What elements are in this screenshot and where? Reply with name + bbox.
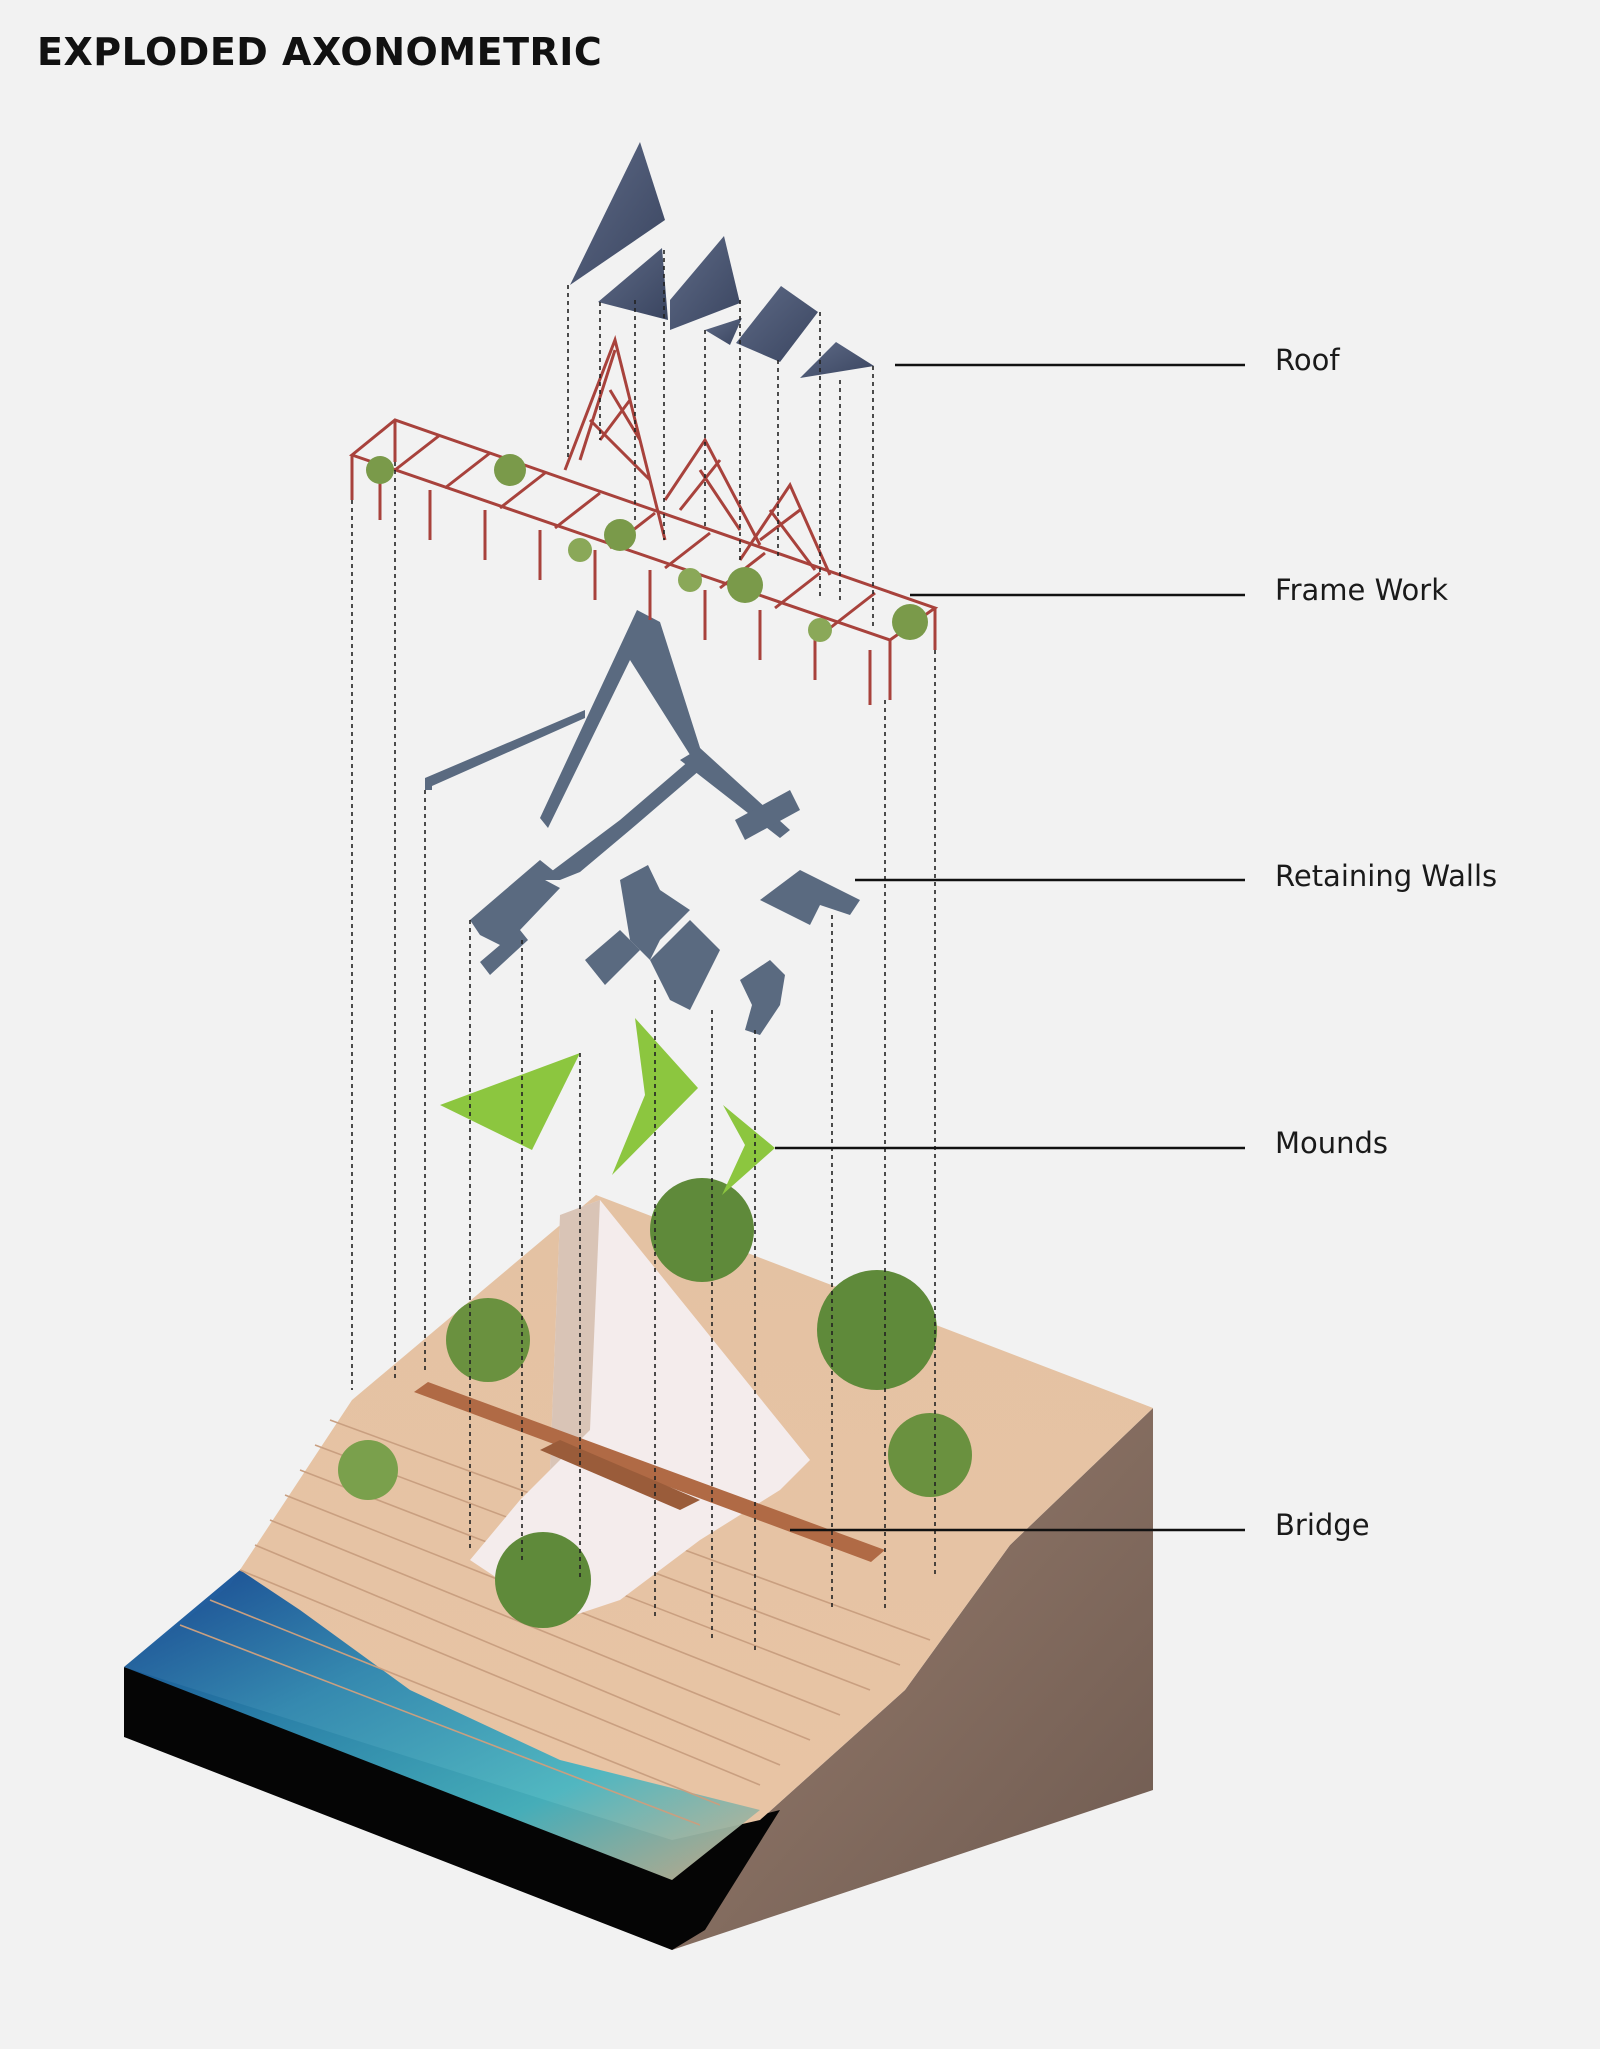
bridge-deck bbox=[414, 1382, 885, 1562]
wall-diagonal bbox=[425, 710, 585, 790]
label-frame-work: Frame Work bbox=[1275, 573, 1449, 607]
roof-panel-peak bbox=[570, 142, 665, 285]
projection-guides bbox=[351, 250, 936, 1650]
wall-stairs bbox=[650, 920, 720, 1010]
frame-work-layer bbox=[348, 335, 939, 705]
wall-left-steps bbox=[470, 860, 560, 975]
tree-icon bbox=[650, 1178, 754, 1282]
site-base-front bbox=[124, 1667, 780, 1950]
label-roof: Roof bbox=[1275, 343, 1340, 377]
site-trees bbox=[338, 1178, 972, 1628]
label-retaining-walls: Retaining Walls bbox=[1275, 859, 1498, 893]
label-mounds: Mounds bbox=[1275, 1126, 1389, 1160]
mounds-layer bbox=[440, 1018, 775, 1195]
roof-panel-5 bbox=[736, 286, 818, 362]
plant-icon bbox=[568, 538, 592, 562]
plant-icon bbox=[727, 567, 763, 603]
wall-center-left bbox=[540, 760, 700, 880]
roof-layer bbox=[570, 142, 874, 378]
mound-center bbox=[612, 1018, 698, 1175]
tree-icon bbox=[888, 1413, 972, 1497]
tree-icon bbox=[338, 1440, 398, 1500]
tree-icon bbox=[446, 1298, 530, 1382]
frame-plants bbox=[366, 454, 928, 642]
wall-upper-right-2 bbox=[735, 790, 800, 840]
plant-icon bbox=[892, 604, 928, 640]
roof-panel-2 bbox=[598, 248, 668, 320]
plant-icon bbox=[366, 456, 394, 484]
frame-truss-mid bbox=[663, 437, 762, 546]
wall-center-2 bbox=[585, 930, 640, 985]
plant-icon bbox=[808, 618, 832, 642]
roof-panel-6 bbox=[800, 342, 874, 378]
leader-lines bbox=[775, 363, 1245, 1532]
wall-right-upper bbox=[760, 870, 860, 925]
wall-right bbox=[740, 960, 785, 1035]
plant-icon bbox=[494, 454, 526, 486]
wall-peak bbox=[540, 610, 702, 828]
retaining-walls-layer bbox=[425, 610, 860, 1035]
mound-left bbox=[440, 1053, 580, 1150]
wall-upper-right bbox=[680, 748, 790, 838]
mound-right bbox=[722, 1105, 775, 1195]
roof-panel-3 bbox=[670, 236, 740, 330]
bridge-cross bbox=[540, 1440, 700, 1510]
tree-icon bbox=[817, 1270, 937, 1390]
diagram-title: EXPLODED AXONOMETRIC bbox=[37, 30, 603, 74]
site-block bbox=[124, 1195, 1153, 1950]
wall-center bbox=[620, 865, 690, 960]
plant-icon bbox=[604, 519, 636, 551]
frame-truss-main bbox=[563, 335, 667, 541]
courtyard-wall-shade bbox=[550, 1200, 600, 1470]
roof-panel-4 bbox=[705, 318, 742, 345]
site-courtyard bbox=[470, 1200, 810, 1620]
label-bridge: Bridge bbox=[1275, 1508, 1370, 1542]
site-side-face bbox=[672, 1408, 1153, 1950]
tree-icon bbox=[495, 1532, 591, 1628]
plant-icon bbox=[678, 568, 702, 592]
